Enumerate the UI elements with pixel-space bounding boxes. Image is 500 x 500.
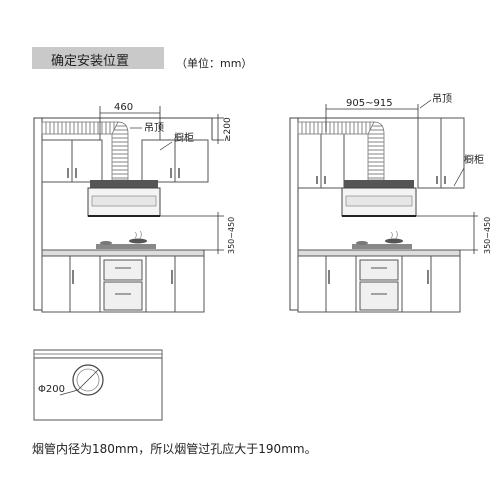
left-duct-horizontal (41, 121, 119, 135)
left-duct-elbow (111, 121, 129, 181)
left-cooktop (96, 230, 156, 249)
right-width-label: 905~915 (346, 98, 393, 109)
left-range-hood (87, 180, 161, 217)
right-width-dimension (325, 104, 419, 132)
left-ceiling-gap-dimension (212, 114, 224, 144)
left-upper-cabinets (41, 139, 209, 183)
right-cabinet-label: 橱柜 (464, 153, 484, 166)
right-base-cabinets (297, 249, 461, 313)
right-cooktop (352, 230, 412, 249)
left-ceiling-label: 吊顶 (144, 122, 164, 134)
duct-hole-diagram: Φ200 (33, 349, 163, 421)
left-base-cabinets (41, 249, 205, 313)
left-ceiling-gap-label: ≥200 (223, 117, 233, 142)
right-duct-elbow (367, 121, 385, 181)
right-hood-height-label: 350~450 (483, 217, 492, 254)
right-range-hood (341, 180, 417, 217)
right-upper-cabinets (297, 117, 465, 189)
left-cabinet-label: 橱柜 (174, 131, 194, 144)
left-kitchen-diagram: 460 吊顶 橱柜 ≥200 350~450 (33, 102, 236, 313)
left-width-label: 460 (114, 102, 133, 113)
right-hood-height-dimension (416, 212, 478, 254)
right-ceiling-label: 吊顶 (432, 93, 452, 105)
left-wall (33, 117, 43, 311)
left-width-dimension (99, 106, 161, 140)
section-title: 确定安装位置 (51, 54, 130, 69)
title-banner (32, 47, 164, 69)
left-hood-height-dimension (160, 212, 224, 254)
hole-diameter-label: Φ200 (38, 384, 65, 395)
right-kitchen-diagram: 905~915 吊顶 橱柜 350~450 (289, 93, 492, 313)
left-hood-height-label: 350~450 (227, 217, 236, 254)
footer-note: 烟管内径为180mm，所以烟管过孔应大于190mm。 (32, 442, 317, 456)
right-duct-horizontal (297, 121, 375, 135)
right-wall (289, 117, 299, 311)
unit-note: （单位：mm） (176, 57, 253, 70)
